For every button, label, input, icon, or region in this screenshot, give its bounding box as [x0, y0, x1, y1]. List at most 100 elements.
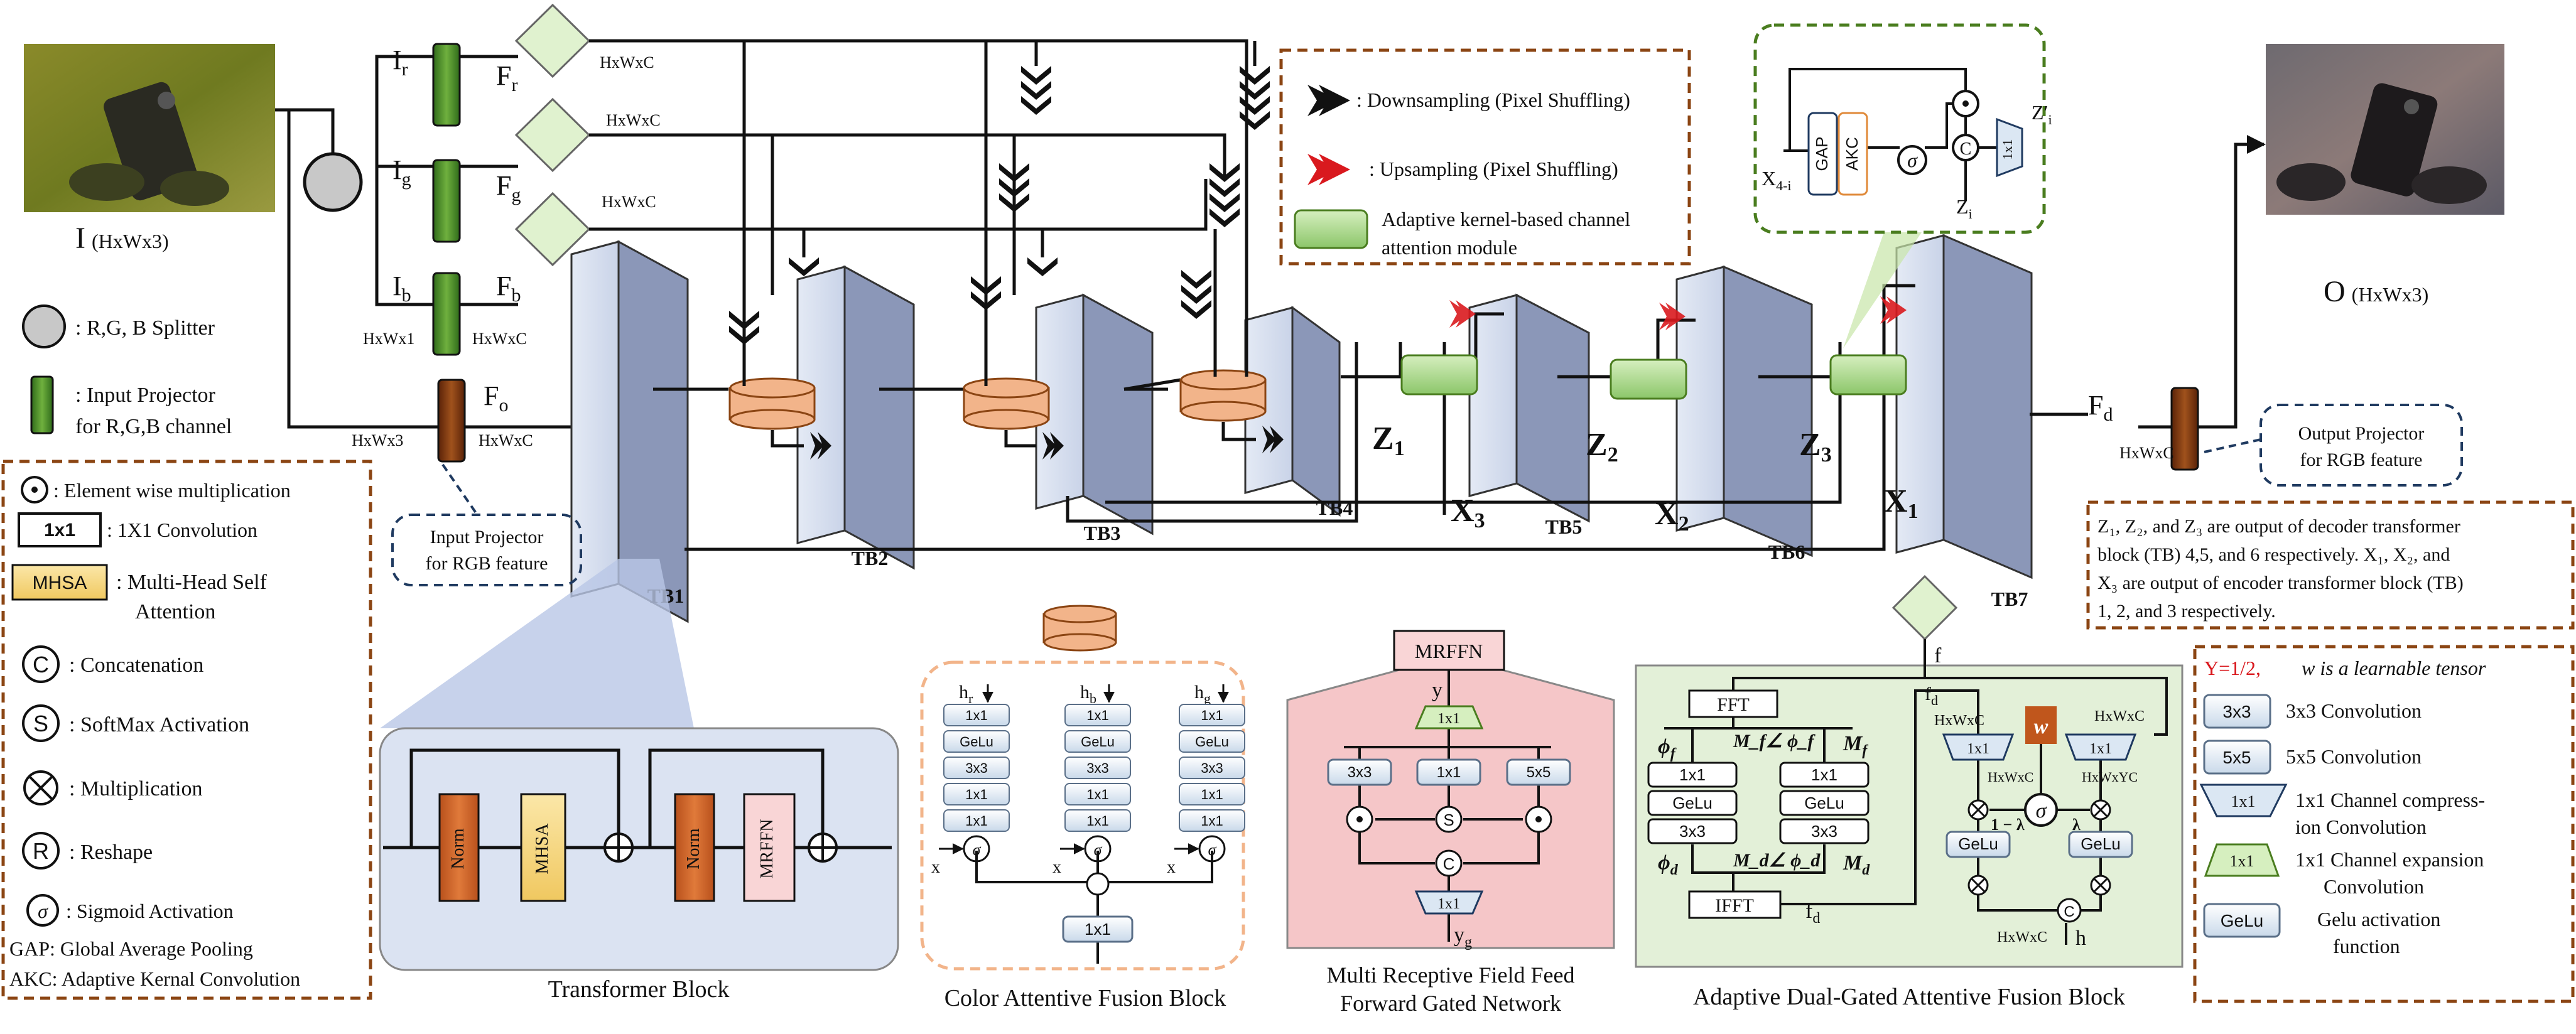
input-projector-g	[432, 159, 461, 243]
svg-text:R: R	[33, 838, 49, 864]
top-legend: : Downsampling (Pixel Shuffling) : Upsam…	[1279, 48, 1691, 266]
mrffn-bottom-conv	[1414, 890, 1484, 915]
svg-text:HxWxYC: HxWxYC	[2082, 769, 2138, 785]
svg-text:f: f	[1934, 644, 1942, 667]
conv5x5-icon	[2203, 740, 2271, 775]
svg-text:1x1: 1x1	[1437, 764, 1461, 781]
mrffn-branch-5x5	[1506, 758, 1571, 786]
cafb-cylinder-3	[1179, 369, 1267, 422]
reshape-icon	[22, 832, 60, 870]
svg-text:1x1: 1x1	[1437, 896, 1460, 912]
down-chevron-stack	[1240, 66, 1270, 130]
svg-text:5x5: 5x5	[1527, 764, 1551, 781]
svg-text:M_f∠ ϕ_f: M_f∠ ϕ_f	[1733, 731, 1816, 751]
svg-text:ϕd: ϕd	[1658, 851, 1679, 878]
akc-inset-akc	[1837, 112, 1868, 196]
legend-item-2b: Attention	[135, 600, 215, 623]
legend-downsampling: : Downsampling (Pixel Shuffling)	[1356, 89, 1630, 111]
input-image	[24, 44, 275, 212]
label-ib: Ib	[392, 271, 411, 306]
label-z2: Z2	[1586, 427, 1618, 466]
tb-label-5: TB5	[1545, 515, 1583, 538]
svg-text:3x3: 3x3	[2222, 702, 2251, 721]
dim-hwc-bb: HxWxC	[602, 193, 656, 211]
dim-hw1: HxWx1	[363, 330, 414, 348]
adgafb-input-diamond	[1891, 574, 1958, 641]
legend-splitter: : R,G, B Splitter	[75, 316, 215, 340]
svg-text:σ: σ	[973, 841, 982, 859]
svg-text:S: S	[1443, 811, 1454, 829]
label-x2: X2	[1655, 496, 1689, 536]
transformer-block-4: TB4	[1244, 306, 1353, 519]
right-legend-item-2b: ion Convolution	[2295, 816, 2427, 838]
adgafb-detail: f FFT ϕf M_f∠ ϕ_f Mf	[1635, 574, 2184, 1010]
expand-conv-icon	[2204, 843, 2280, 877]
input-projector-note-line1: Input Projector	[430, 527, 544, 547]
dim-hwc-g: HxWxC	[606, 111, 661, 129]
conv3x3-icon	[2203, 694, 2271, 729]
akc-box-3	[1829, 354, 1907, 396]
svg-text:1x1: 1x1	[965, 787, 987, 802]
mrffn-branch-1x1	[1416, 758, 1481, 786]
dim-hw3: HxWx3	[352, 431, 403, 450]
svg-text:M_d∠ ϕ_d: M_d∠ ϕ_d	[1733, 850, 1821, 871]
svg-text:GeLu: GeLu	[1958, 834, 1998, 853]
svg-text:1x1: 1x1	[1201, 813, 1223, 829]
cafb-cylinders	[728, 369, 1267, 430]
down-chevron-stack	[729, 311, 759, 345]
down-chevron-stack	[1021, 66, 1051, 115]
left-legend: : R,G, B Splitter : Input Projector for …	[1, 304, 372, 1000]
transformer-block-7: TB7	[1895, 234, 2033, 610]
tb-caption: Transformer Block	[548, 976, 730, 1003]
cafb-x-label: x	[931, 858, 940, 877]
svg-text:3x3: 3x3	[1086, 760, 1108, 776]
label-fg: Fg	[496, 170, 521, 205]
right-legend-item-3b: Convolution	[2324, 875, 2424, 898]
down-chevron-stack	[1210, 163, 1240, 227]
svg-text:5x5: 5x5	[2222, 748, 2251, 767]
tb-norm-2	[674, 793, 715, 902]
cafb-layer	[1064, 809, 1131, 832]
input-projector-rgb	[437, 379, 466, 463]
svg-text:3x3: 3x3	[965, 760, 987, 776]
legend-item-0: : Element wise multiplication	[53, 479, 291, 502]
svg-text:1x1: 1x1	[965, 813, 987, 829]
cafb-layer	[943, 783, 1010, 805]
tb-label-3: TB3	[1084, 522, 1121, 544]
sigmoid-legend-icon	[26, 894, 59, 927]
adgafb-fft	[1688, 689, 1778, 718]
adgafb-w-tensor	[2025, 706, 2057, 744]
mrffn-caption-1: Multi Receptive Field Feed	[1327, 962, 1575, 988]
tb-label-4: TB4	[1316, 497, 1353, 519]
transformer-block-6: TB6	[1675, 265, 1813, 563]
svg-text:MHSA: MHSA	[533, 823, 552, 875]
adgafb-layer	[1647, 818, 1738, 844]
legend-gamma: Y=1/2,	[2204, 657, 2261, 679]
cafb-caption: Color Attentive Fusion Block	[944, 985, 1226, 1011]
transformer-block-3: TB3	[1035, 293, 1154, 544]
cafb-x-label: x	[1053, 858, 1061, 877]
svg-text:GeLu: GeLu	[2221, 911, 2264, 930]
svg-text:GeLu: GeLu	[1081, 734, 1115, 750]
mrffn-caption-2: Forward Gated Network	[1340, 991, 1561, 1016]
label-z1: Z1	[1372, 421, 1405, 460]
legend-projector-line1: : Input Projector	[75, 384, 216, 407]
up-chevron-icon	[1307, 154, 1350, 185]
cafb-layer	[1179, 730, 1245, 753]
down-chevron-right	[1262, 426, 1284, 453]
conv1x1-icon	[18, 512, 102, 547]
svg-text:yg: yg	[1454, 924, 1472, 951]
legend-projector-line2: for R,G,B channel	[75, 415, 232, 438]
svg-text:1x1: 1x1	[1201, 787, 1223, 802]
svg-text:Mf: Mf	[1843, 732, 1868, 759]
adgafb-left-compress	[1942, 733, 2015, 761]
svg-text:1x1: 1x1	[2089, 741, 2112, 757]
svg-text:GeLu: GeLu	[2081, 834, 2121, 853]
output-projector-note-line2: for RGB feature	[2300, 450, 2423, 470]
svg-text:1x1: 1x1	[2231, 792, 2256, 811]
akc-legend-box	[1294, 209, 1368, 249]
input-label: I(HxWx3)	[75, 222, 169, 255]
right-note-line3: 1, 2, and 3 respectively.	[2097, 601, 2276, 622]
